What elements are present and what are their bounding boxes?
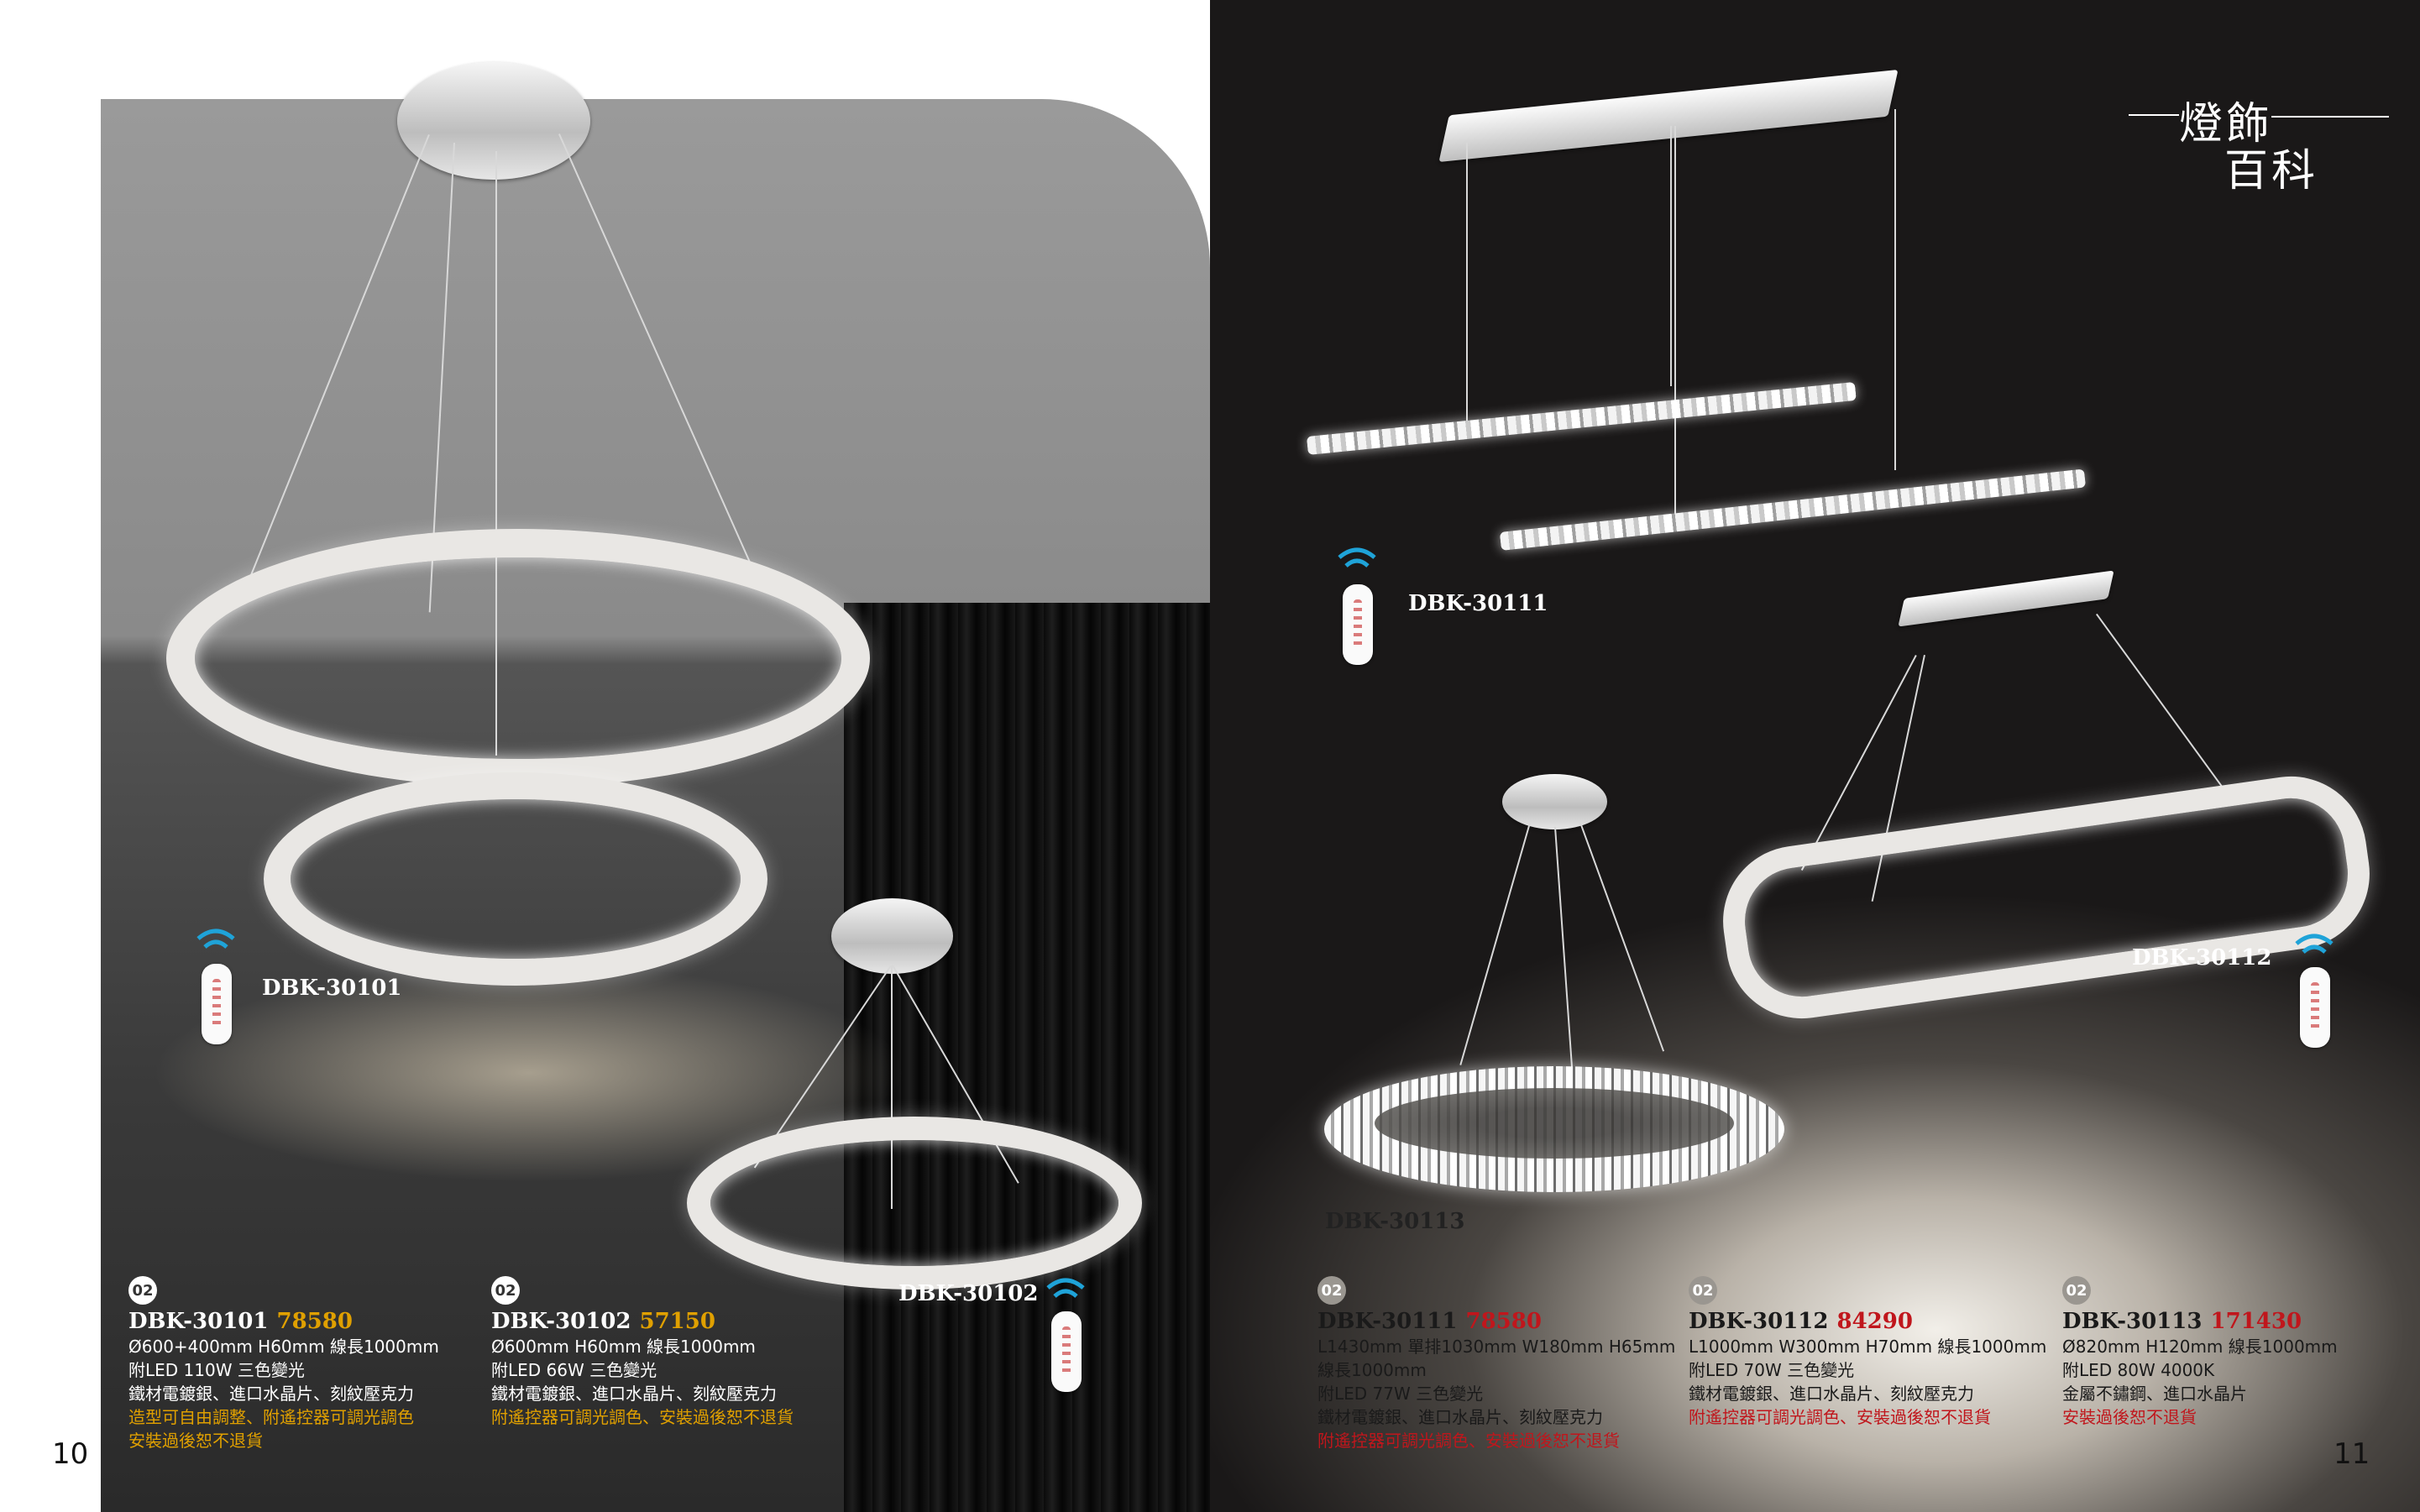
photo-label-dbk-30101: DBK-30101 (262, 976, 402, 1001)
left-page: DBK-30101 DBK-30102 02 DBK-30101 78580 Ø6… (52, 62, 1210, 1512)
spec-line: Ø600+400mm H60mm 線長1000mm (128, 1337, 439, 1357)
spec-line: 鐵材電鍍銀、進口水晶片、刻紋壓克力 (1317, 1407, 1603, 1427)
spec-line: Ø820mm H120mm 線長1000mm (2062, 1337, 2338, 1357)
logo-line-2: 百科 (2224, 146, 2319, 196)
model-number: DBK-30112 (1689, 1309, 1829, 1334)
model-number: DBK-30102 (491, 1309, 631, 1334)
logo-line-1: 燈飾 (2179, 99, 2274, 149)
product-spec-dbk-30101: DBK-30101 78580 Ø600+400mm H60mm 線長1000mm… (128, 1308, 439, 1452)
remote-signal-icon (196, 929, 235, 949)
suspension-wire (1894, 109, 1896, 470)
spec-line: 鐵材電鍍銀、進口水晶片、刻紋壓克力 (128, 1384, 414, 1404)
brand-logo: 燈飾 百科 (2129, 99, 2389, 196)
crystal-bar-upper (1306, 381, 1857, 455)
remote-signal-icon (1338, 547, 1376, 568)
price: 171430 (2210, 1309, 2302, 1334)
suspension-wire (1670, 126, 1672, 386)
spec-note: 安裝過後恕不退貨 (2062, 1407, 2197, 1427)
ceiling-canopy (831, 898, 953, 974)
spec-line: 附LED 66W 三色變光 (491, 1360, 657, 1380)
remote-signal-icon (1046, 1278, 1085, 1298)
spec-line: 附LED 70W 三色變光 (1689, 1360, 1855, 1380)
spec-note: 造型可自由調整、附遙控器可調光調色 (128, 1407, 414, 1427)
spec-note: 附遙控器可調光調色、安裝過後恕不退貨 (1317, 1431, 1620, 1451)
quantity-badge: 02 (2062, 1276, 2091, 1305)
suspension-wire (1554, 826, 1574, 1079)
page-number: 10 (52, 1437, 89, 1471)
ceiling-canopy (1502, 774, 1607, 829)
suspension-wire (891, 965, 893, 1209)
curtain-background (844, 603, 1210, 1512)
suspension-wire (2096, 613, 2231, 798)
photo-label-dbk-30102: DBK-30102 (898, 1281, 1039, 1306)
spec-note: 安裝過後恕不退貨 (128, 1431, 263, 1451)
price: 57150 (639, 1309, 715, 1334)
photo-label-dbk-30113: DBK-30113 (1325, 1209, 1465, 1234)
quantity-badge: 02 (491, 1276, 520, 1305)
spec-line: 鐵材電鍍銀、進口水晶片、刻紋壓克力 (1689, 1384, 1974, 1404)
product-spec-dbk-30111: DBK-30111 78580 L1430mm 單排1030mm W180mm H… (1317, 1308, 1675, 1452)
spec-line: 線長1000mm (1317, 1360, 1427, 1380)
crystal-ring (687, 1117, 1142, 1290)
model-number: DBK-30101 (128, 1309, 269, 1334)
model-number: DBK-30113 (2062, 1309, 2203, 1334)
remote-control (2300, 967, 2330, 1048)
spec-line: L1000mm W300mm H70mm 線長1000mm (1689, 1337, 2047, 1357)
product-spec-dbk-30112: DBK-30112 84290 L1000mm W300mm H70mm 線長10… (1689, 1308, 2046, 1429)
quantity-badge: 02 (1317, 1276, 1346, 1305)
suspension-wire (1466, 143, 1468, 428)
ceiling-canopy (397, 62, 590, 180)
spec-line: 鐵材電鍍銀、進口水晶片、刻紋壓克力 (491, 1384, 777, 1404)
spec-note: 附遙控器可調光調色、安裝過後恕不退貨 (1689, 1407, 1991, 1427)
price: 78580 (1465, 1309, 1542, 1334)
quantity-badge: 02 (128, 1276, 157, 1305)
photo-label-dbk-30111: DBK-30111 (1408, 591, 1548, 616)
photo-label-dbk-30112: DBK-30112 (2132, 945, 2272, 971)
left-product-photo (101, 99, 1210, 1512)
ceiling-mount-bar (1438, 69, 1899, 163)
suspension-wire (495, 151, 497, 756)
crystal-bar-lower (1499, 468, 2087, 551)
spec-line: 附LED 77W 三色變光 (1317, 1384, 1484, 1404)
spec-line: 附LED 80W 4000K (2062, 1360, 2215, 1380)
crystal-ring-large (166, 529, 870, 787)
spec-line: 金屬不鏽鋼、進口水晶片 (2062, 1384, 2247, 1404)
model-number: DBK-30111 (1317, 1309, 1458, 1334)
spec-line: 附LED 110W 三色變光 (128, 1360, 305, 1380)
suspension-wire (1674, 126, 1676, 521)
suspension-wire (1579, 822, 1665, 1052)
quantity-badge: 02 (1689, 1276, 1717, 1305)
crystal-ring-small (264, 772, 767, 986)
right-page: 燈飾 百科 DBK-30111 DBK-30112 DBK-30113 02 D… (1210, 0, 2420, 1512)
price: 84290 (1836, 1309, 1913, 1334)
spec-note: 附遙控器可調光調色、安裝過後恕不退貨 (491, 1407, 794, 1427)
crystal-drum-inner (1375, 1088, 1734, 1159)
crystal-oval-ring (1713, 766, 2380, 1028)
remote-control (1343, 584, 1373, 665)
remote-control (202, 964, 232, 1044)
page-number: 11 (2334, 1437, 2370, 1471)
price: 78580 (276, 1309, 353, 1334)
product-spec-dbk-30113: DBK-30113 171430 Ø820mm H120mm 線長1000mm 附… (2062, 1308, 2338, 1429)
spec-line: Ø600mm H60mm 線長1000mm (491, 1337, 756, 1357)
product-spec-dbk-30102: DBK-30102 57150 Ø600mm H60mm 線長1000mm 附LE… (491, 1308, 794, 1429)
suspension-wire (1459, 823, 1531, 1065)
spec-line: L1430mm 單排1030mm W180mm H65mm (1317, 1337, 1676, 1357)
remote-signal-icon (2295, 934, 2334, 954)
remote-control (1051, 1311, 1082, 1392)
ceiling-mount-bar (1898, 570, 2114, 627)
